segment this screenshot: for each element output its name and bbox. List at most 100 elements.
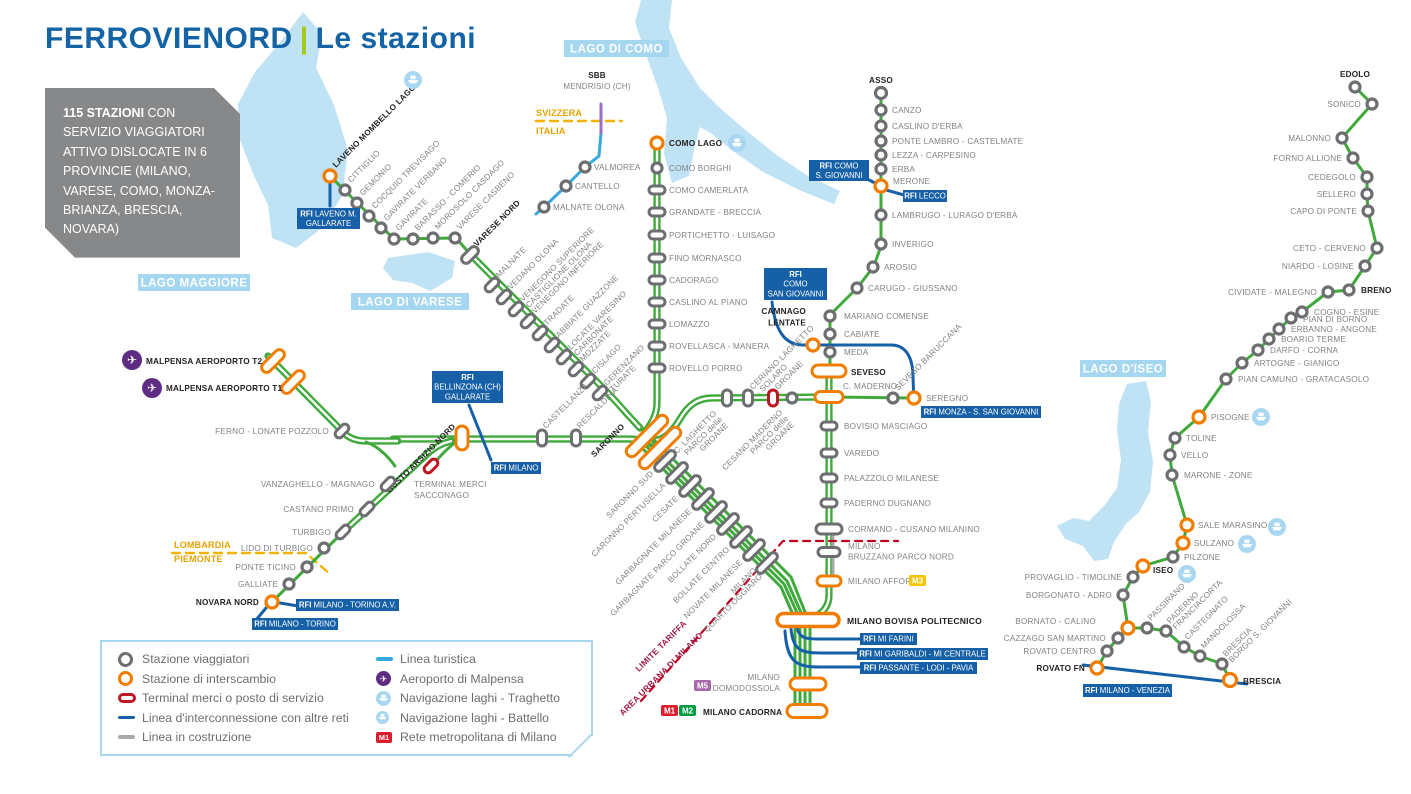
info-box-text: CON SERVIZIO VIAGGIATORI ATTIVO DISLOCAT… bbox=[63, 106, 215, 237]
lake-lago-di-varese bbox=[383, 252, 455, 291]
station-cazzago-san-martino-label: CAZZAGO SAN MARTINO bbox=[1004, 634, 1106, 643]
legend-label: Linea d'interconnessione con altre reti bbox=[142, 710, 349, 725]
station-sonico bbox=[1365, 97, 1379, 111]
station-cabiate bbox=[823, 327, 837, 341]
station-sonico-label: SONICO bbox=[1328, 100, 1362, 109]
lake-lago-d-iseo bbox=[1057, 381, 1153, 561]
legend-label: Linea in costruzione bbox=[142, 730, 252, 744]
station-sellero bbox=[1360, 187, 1374, 201]
station-seveso-baruccana-label: SEVESO BARUCCANA bbox=[893, 322, 964, 393]
station-edolo bbox=[1348, 80, 1362, 94]
station-bovisio-masciago-label: BOVISIO MASCIAGO bbox=[844, 422, 927, 431]
rfi-box-rfi-monza-s-san-giovanni: RFI MONZA - S. SAN GIOVANNI bbox=[921, 406, 1041, 418]
station-brescia bbox=[1221, 671, 1239, 689]
station-bovisio-masciago bbox=[819, 420, 839, 432]
rfi-box-rfi-mi-farini: RFI MI FARINI bbox=[860, 633, 917, 645]
map-text-italia: ITALIA bbox=[536, 126, 566, 136]
boat-icon bbox=[1238, 535, 1256, 553]
station-niardo-losine bbox=[1358, 259, 1372, 273]
station-lomazzo bbox=[647, 318, 667, 330]
station-laveno-mombello-lago bbox=[322, 168, 338, 184]
station-forno-allione-label: FORNO ALLIONE bbox=[1273, 154, 1342, 163]
station-rescaldina bbox=[570, 428, 582, 448]
station-cazzago-san-martino bbox=[1111, 631, 1125, 645]
station-darfo-corna-label: DARFO - CORNA bbox=[1270, 346, 1338, 355]
station-varese-casbeno bbox=[448, 231, 462, 245]
station-inverigo bbox=[874, 237, 888, 251]
station-lomazzo-label: LOMAZZO bbox=[669, 320, 710, 329]
svg-text:✈: ✈ bbox=[380, 674, 388, 684]
line-rfi-garibaldi-link bbox=[789, 627, 861, 655]
legend-item: ✈ Aeroporto di Malpensa bbox=[376, 671, 583, 687]
boat-icon bbox=[1178, 565, 1196, 583]
station-malnate bbox=[483, 276, 501, 294]
lake-label-lago-di-varese: LAGO DI VARESE bbox=[351, 293, 469, 310]
map-text-lombardia: LOMBARDIA bbox=[174, 540, 231, 550]
rfi-box-text: RFI PASSANTE - LODI - PAVIA bbox=[864, 664, 974, 673]
station-lambrugo-lurago-d-erba-label: LAMBRUGO - LURAGO D'ERBA bbox=[892, 211, 1018, 220]
station-pian-di-borno bbox=[1284, 311, 1298, 325]
station-castegnato bbox=[1177, 640, 1191, 654]
station-cadorago-label: CADORAGO bbox=[669, 276, 718, 285]
rfi-box-rfi-milano-torino: RFI MILANO - TORINO bbox=[252, 618, 338, 630]
station-inverigo-label: INVERIGO bbox=[892, 240, 934, 249]
station-gerenzano-turate bbox=[591, 384, 609, 402]
line-rfi-torino-av-link bbox=[278, 601, 300, 608]
station-caslino-al-piano bbox=[647, 296, 667, 308]
rfi-box-rfi-lecco: RFI LECCO bbox=[903, 190, 947, 202]
station-pisogne bbox=[1191, 409, 1207, 425]
station-lambrugo-lurago-d-erba bbox=[874, 208, 888, 222]
station-portichetto-luisago-label: PORTICHETTO - LUISAGO bbox=[669, 231, 775, 240]
station-varedo bbox=[819, 447, 839, 459]
station-carugo-giussano bbox=[850, 281, 864, 295]
line-rfi-farini-link bbox=[795, 625, 864, 641]
station-toline-label: TOLINE bbox=[1186, 434, 1217, 443]
legend-item: Stazione viaggiatori bbox=[118, 651, 376, 667]
station-seveso-baruccana bbox=[886, 391, 900, 405]
boat-icon bbox=[376, 711, 400, 724]
rfi-box-rfi-milano: RFI MILANO bbox=[491, 462, 541, 474]
line-raccordo-junction bbox=[364, 440, 397, 468]
station-grandate-breccia bbox=[647, 206, 667, 218]
station-rovato-fn bbox=[1089, 660, 1105, 676]
station-breno bbox=[1342, 283, 1356, 297]
station-ceto-cerveno-label: CETO - CERVENO bbox=[1293, 244, 1366, 253]
station-ponte-ticino bbox=[300, 560, 314, 574]
legend-label: Aeroporto di Malpensa bbox=[400, 671, 524, 686]
line-linea-asso bbox=[828, 91, 883, 370]
station-milano-cadorna bbox=[785, 703, 829, 719]
station-merone-label: MERONE bbox=[893, 177, 930, 186]
station-cividate-malegno bbox=[1321, 285, 1335, 299]
station-como-lago bbox=[649, 135, 665, 151]
rfi-box-rfi-milano-venezia: RFI MILANO - VENEZIA bbox=[1083, 684, 1172, 697]
station-malonno bbox=[1335, 131, 1349, 145]
station-asso-label: ASSO bbox=[869, 76, 893, 85]
station-sulzano-label: SULZANO bbox=[1194, 539, 1234, 548]
station-novate-milanese bbox=[742, 538, 766, 562]
station-paderno-dugnano-label: PADERNO DUGNANO bbox=[844, 499, 931, 508]
station-cesano-maderno bbox=[813, 390, 845, 404]
station-brescia-borgo-s-giovanni bbox=[1215, 657, 1229, 671]
station-fino-mornasco bbox=[647, 252, 667, 264]
station-lezza-carpesino bbox=[874, 148, 888, 162]
station-rovellasca-manera-label: ROVELLASCA - MANERA bbox=[669, 342, 770, 351]
station-cesano-maderno-label: C. MADERNO bbox=[843, 382, 897, 391]
lake-label-lago-di-como: LAGO DI COMO bbox=[564, 40, 669, 57]
station-brescia-borgo-s-giovanni-label: BRESCIABORGO S. GIOVANNI bbox=[1221, 592, 1294, 665]
station-cittiglio bbox=[338, 183, 352, 197]
rfi-box-text: RFI LECCO bbox=[904, 192, 946, 201]
brand-name: FERROVIENORD bbox=[45, 22, 293, 55]
station-como-camerlata-label: COMO CAMERLATA bbox=[669, 186, 749, 195]
rfi-box-text: COMO bbox=[783, 280, 807, 289]
station-boario-terme-label: BOARIO TERME bbox=[1281, 335, 1346, 344]
lake-label-lago-maggiore: LAGO MAGGIORE bbox=[138, 274, 250, 291]
rfi-box-rfi-laveno-m-gallarate: RFI LAVENO M.GALLARATE bbox=[297, 208, 360, 229]
station-cedegolo-label: CEDEGOLO bbox=[1308, 173, 1356, 182]
station-caronno-pertusella bbox=[665, 461, 689, 485]
line-limite-tariffa bbox=[639, 539, 900, 703]
station-cogno-esine-label: COGNO - ESINE bbox=[1314, 308, 1380, 317]
